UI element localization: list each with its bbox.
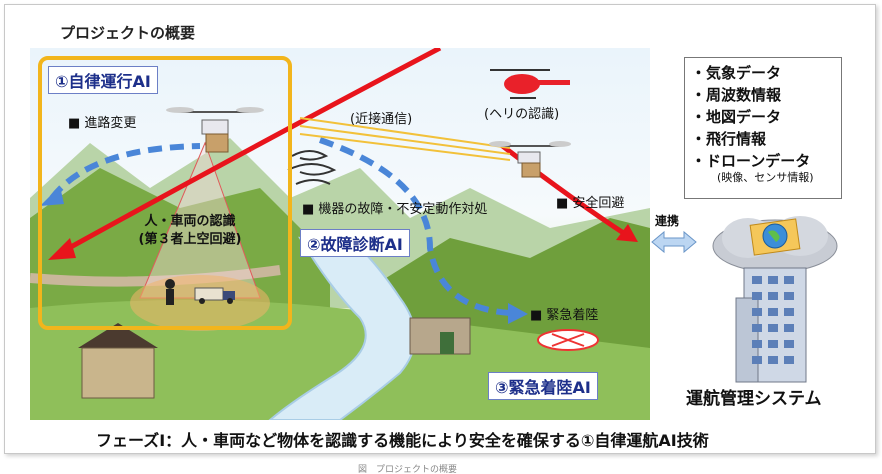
drone-right (489, 141, 571, 178)
page-title: プロジェクトの概要 (60, 24, 196, 42)
autonomous-ai-frame (38, 56, 292, 330)
emergency-path (319, 137, 511, 316)
info-item: ・気象データ (691, 64, 782, 82)
helicopter (490, 69, 570, 99)
info-item: ・地図データ (691, 108, 782, 126)
route-change-label: ■ 進路変更 (68, 116, 137, 131)
emergency-ai-label: ③緊急着陸AI (488, 372, 598, 400)
route-change-path (49, 143, 201, 200)
info-item: ・飛行情報 (691, 130, 767, 148)
management-system-illustration (712, 216, 838, 383)
link-double-arrow (651, 230, 697, 254)
safe-avoid-arrowhead (616, 224, 638, 242)
wind-swirl (287, 150, 337, 185)
avoid-arrow-main (58, 48, 442, 256)
proximity-label: (近接通信) (350, 112, 413, 127)
info-sub: (映像、センサ情報) (717, 171, 814, 184)
person-body (166, 289, 174, 305)
river (268, 236, 416, 420)
autonomous-ai-label: ①自律運行AI (48, 66, 158, 94)
route-change-arrowhead (40, 186, 64, 206)
bottom-caption: フェーズⅠ：人・車両など物体を認識する機能により安全を確保する①自律運航AI技術 (96, 431, 709, 450)
link-label: 連携 (655, 214, 680, 228)
info-item: ・ドローンデータ (691, 152, 811, 170)
drone-main (166, 107, 264, 153)
recognition-label-line1: 人・車両の認識 (144, 214, 236, 229)
equipment-label: ■ 機器の故障・不安定動作対処 (302, 202, 488, 217)
proximity-rays (299, 117, 511, 161)
emergency-arrowhead (508, 303, 528, 324)
globe-icon (749, 218, 801, 256)
diagnosis-ai-label: ②故障診断AI (300, 229, 410, 257)
person-head (165, 279, 175, 289)
house-right-door (440, 332, 454, 354)
heli-label: (ヘリの認識) (484, 107, 560, 122)
safe-avoid-label: ■ 安全回避 (556, 196, 625, 211)
system-title: 運航管理システム (686, 389, 822, 409)
building-icon (735, 267, 807, 383)
safe-avoid-arrow (498, 142, 630, 239)
house-left (81, 347, 155, 399)
info-box: ・気象データ ・周波数情報 ・地図データ ・飛行情報 ・ドローンデータ (映像、… (684, 57, 842, 199)
avoid-arrowhead-main (48, 238, 76, 260)
recognition-label-line2: (第３者上空回避) (138, 232, 242, 247)
landing-cross (551, 333, 585, 347)
road (30, 265, 281, 287)
figure-caption: 図 プロジェクトの概要 (358, 465, 458, 474)
truck-cab (223, 291, 235, 300)
emergency-landing-label: ■ 緊急着陸 (530, 308, 599, 323)
truck-wheel (199, 298, 205, 304)
house-left-roof (78, 323, 158, 348)
truck-bed (194, 287, 224, 301)
info-item: ・周波数情報 (691, 86, 782, 104)
truck-wheel (227, 298, 233, 304)
